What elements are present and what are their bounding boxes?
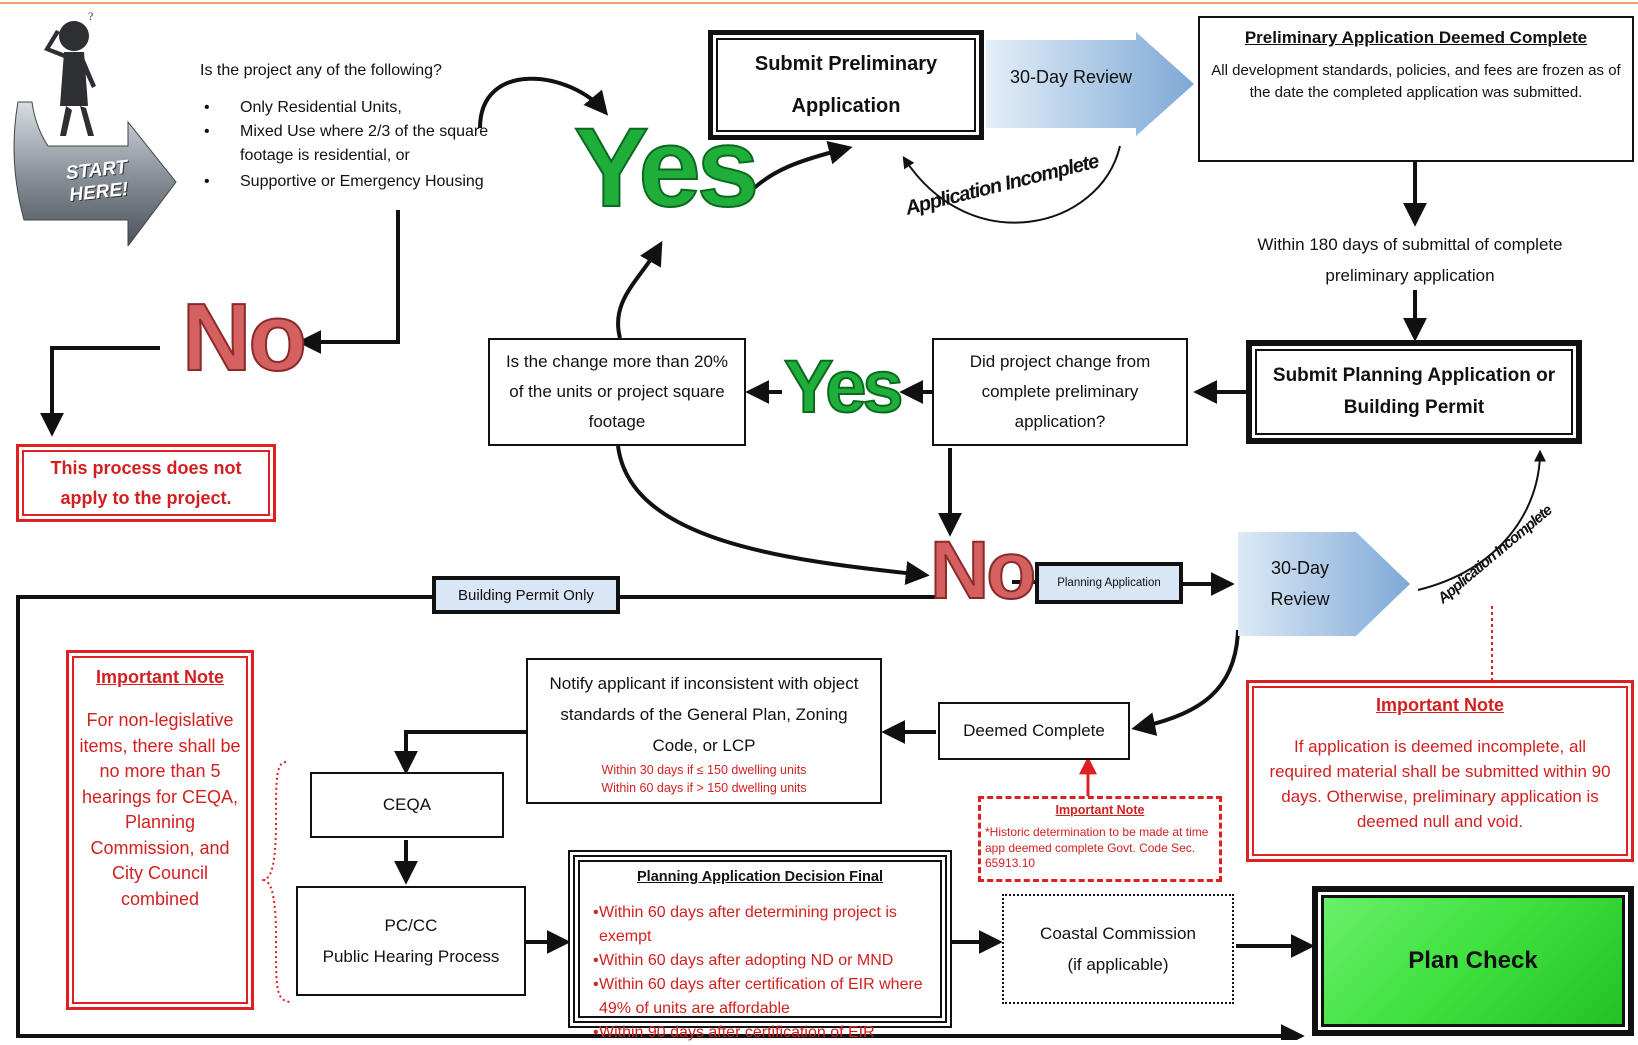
important-note-small-title: Important Note [1055, 803, 1145, 817]
prelim-complete-box: Preliminary Application Deemed Complete … [1198, 16, 1634, 162]
notify-line-1: Within 30 days if ≤ 150 dwelling units [601, 763, 807, 777]
coastal-commission-box: Coastal Commission (if applicable) [1002, 894, 1234, 1004]
submit-planning-box: Submit Planning Application or Building … [1246, 340, 1582, 444]
decision-final-list: Within 60 days after determining project… [589, 901, 931, 1045]
decision-item: Within 60 days after adopting ND or MND [589, 949, 931, 973]
notify-line-2: Within 60 days if > 150 dwelling units [601, 781, 807, 795]
question-intro: Is the project any of the following? [200, 62, 442, 79]
important-note-left: Important Note For non-legislative items… [66, 650, 254, 1010]
notify-applicant-text: Notify applicant if inconsistent with ob… [549, 674, 859, 755]
thinking-person-icon: ? [13, 9, 177, 248]
no-label-middle: No [929, 525, 1037, 616]
important-note-right: Important Note If application is deemed … [1246, 680, 1634, 862]
within-180-days: Within 180 days of submittal of complete… [1240, 230, 1580, 290]
no-label-left: No [181, 284, 308, 391]
not-apply-box: This process does not apply to the proje… [16, 444, 276, 522]
question-list: Only Residential Units, Mixed Use where … [200, 96, 540, 194]
review-30-top-arrow: 30-Day Review [986, 32, 1196, 136]
review-30-mid-text: 30-Day Review [1270, 558, 1330, 609]
change-more-box: Is the change more than 20% of the units… [488, 338, 746, 446]
decision-final-box: Planning Application Decision Final With… [568, 850, 952, 1045]
right-arrow-shape-icon [986, 32, 1194, 136]
submit-preliminary-text: Submit Preliminary Application [754, 53, 938, 117]
important-note-small-body: *Historic determination to be made at ti… [985, 825, 1209, 870]
svg-text:?: ? [88, 9, 93, 23]
pccc-box: PC/CC Public Hearing Process [296, 886, 526, 996]
submit-planning-text: Submit Planning Application or Building … [1272, 365, 1556, 418]
important-note-small: Important Note *Historic determination t… [978, 796, 1222, 882]
question-item: Supportive or Emergency Housing [200, 170, 540, 194]
yes-label-middle: Yes [783, 345, 905, 428]
change-more-text: Is the change more than 20% of the units… [505, 352, 729, 431]
review-30-top-text: 30-Day Review [1009, 66, 1133, 87]
yes-label-top: Yes [573, 105, 760, 230]
question-item: Mixed Use where 2/3 of the square footag… [200, 120, 540, 168]
planning-application-label: Planning Application [1035, 562, 1183, 604]
prelim-complete-body: All development standards, policies, and… [1211, 62, 1621, 101]
important-note-right-title: Important Note [1376, 695, 1504, 715]
important-note-left-title: Important Note [96, 667, 224, 687]
not-apply-text: This process does not apply to the proje… [50, 458, 242, 508]
submit-preliminary-box: Submit Preliminary Application [708, 30, 984, 140]
review-30-mid-arrow: 30-Day Review [1238, 532, 1412, 636]
important-note-left-body: For non-legislative items, there shall b… [79, 710, 241, 909]
within-180-days-text: Within 180 days of submittal of complete… [1257, 235, 1563, 285]
plan-check-box: Plan Check [1312, 886, 1634, 1036]
did-change-text: Did project change from complete prelimi… [969, 352, 1151, 431]
important-note-right-body: If application is deemed incomplete, all… [1269, 737, 1611, 831]
prelim-complete-title: Preliminary Application Deemed Complete [1244, 28, 1588, 47]
decision-item: Within 60 days after determining project… [589, 901, 931, 949]
project-type-question: Is the project any of the following? Onl… [200, 60, 540, 210]
start-graphic: ? START HERE! [8, 6, 178, 248]
decision-item: Within 60 days after certification of EI… [589, 973, 931, 1021]
decision-final-title: Planning Application Decision Final [637, 869, 883, 885]
right-arrow-shape-icon [1238, 532, 1410, 636]
start-here-label: START HERE! [65, 156, 130, 206]
ceqa-box: CEQA [310, 772, 504, 838]
decision-item: Within 90 days after certification of EI… [589, 1021, 931, 1045]
top-rule [0, 2, 1638, 4]
building-permit-only-label: Building Permit Only [432, 576, 620, 614]
question-item: Only Residential Units, [200, 96, 540, 120]
deemed-complete-box: Deemed Complete [938, 702, 1130, 760]
notify-applicant-box: Notify applicant if inconsistent with ob… [526, 658, 882, 804]
did-change-box: Did project change from complete prelimi… [932, 338, 1188, 446]
